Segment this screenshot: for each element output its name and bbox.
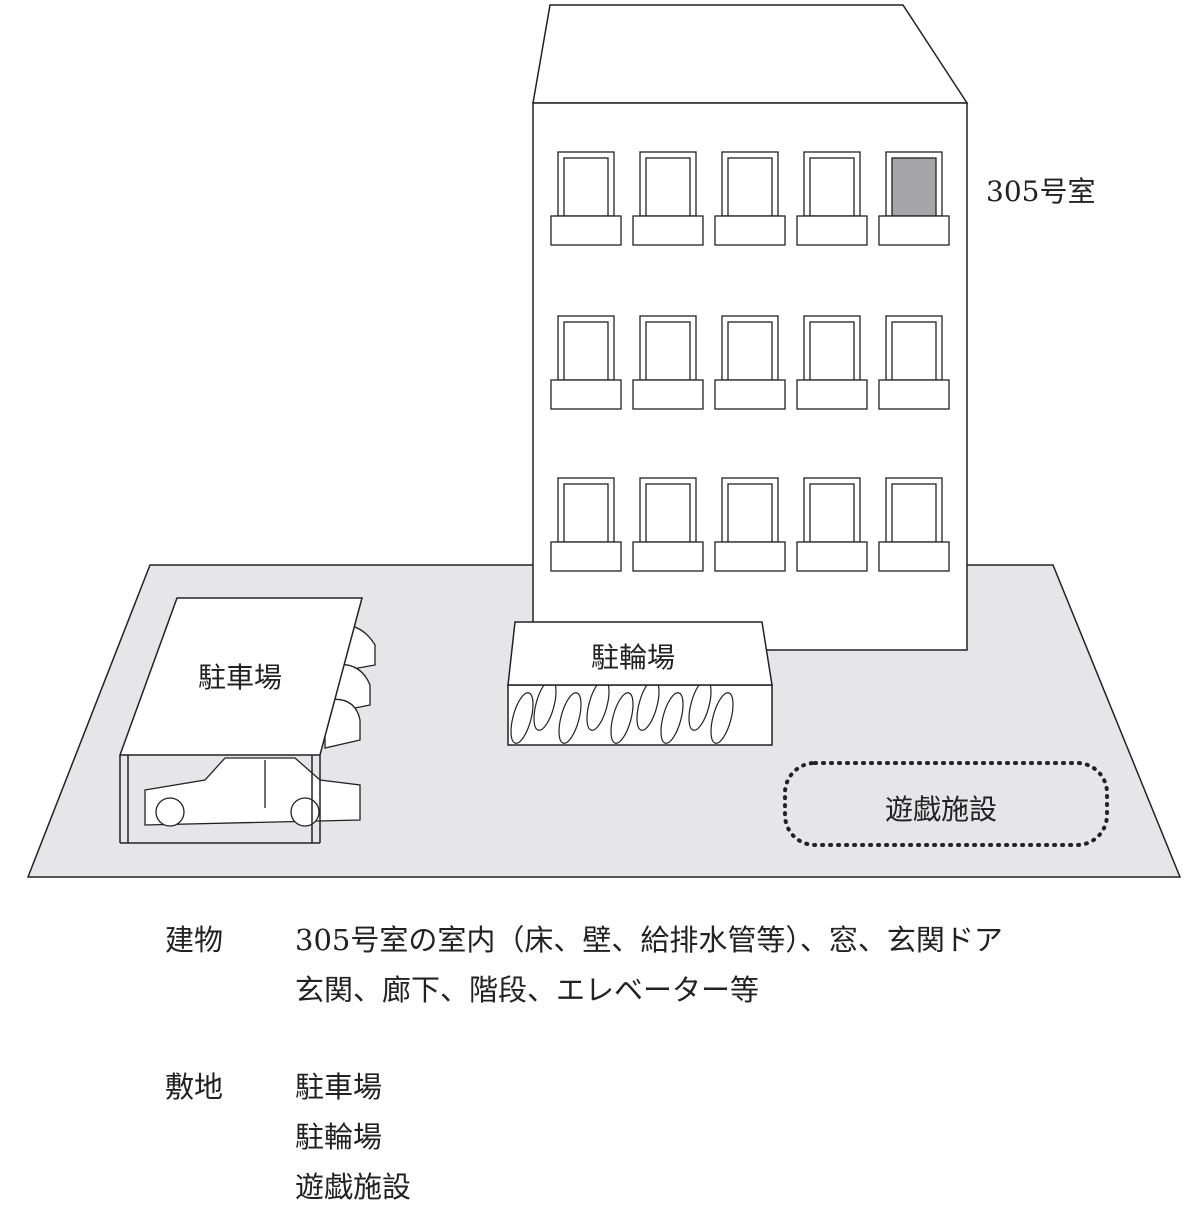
window <box>796 315 868 410</box>
window <box>796 151 868 246</box>
window <box>550 151 622 246</box>
bicycle-wheel <box>510 692 534 744</box>
bicycle-wheel <box>558 692 582 744</box>
window <box>878 315 950 410</box>
bicycle-shed <box>507 621 773 746</box>
window <box>796 477 868 572</box>
playground-label: 遊戯施設 <box>885 793 998 826</box>
site-items: 駐車場 駐輪場 遊戯施設 <box>295 1062 411 1212</box>
building-roof <box>532 4 969 104</box>
room-305-label: 305号室 <box>986 175 1096 208</box>
building-items: 305号室の室内（床、壁、給排水管等）、窓、玄関ドア 玄関、廊下、階段、エレベー… <box>295 915 1003 1015</box>
parking-structure <box>118 597 376 844</box>
site-heading: 敷地 <box>165 1070 224 1104</box>
playground-area <box>783 761 1109 847</box>
site-line: 駐車場 <box>295 1070 383 1104</box>
window <box>632 151 704 246</box>
site-line: 駐輪場 <box>295 1120 383 1154</box>
window <box>714 151 786 246</box>
building-heading: 建物 <box>165 923 224 957</box>
window <box>550 315 622 410</box>
window <box>714 477 786 572</box>
building-line: 玄関、廊下、階段、エレベーター等 <box>295 973 760 1007</box>
room-305-window <box>878 151 950 246</box>
windows <box>550 151 950 572</box>
window <box>714 315 786 410</box>
window <box>550 477 622 572</box>
window <box>632 477 704 572</box>
window <box>878 477 950 572</box>
bicycles <box>510 679 734 744</box>
bicycle-wheel <box>610 692 634 744</box>
bicycle-wheel <box>710 692 734 744</box>
bicycle-wheel <box>660 692 684 744</box>
site-line: 遊戯施設 <box>295 1170 412 1204</box>
window <box>632 315 704 410</box>
parking-label: 駐車場 <box>198 661 283 694</box>
bicycle-parking-label: 駐輪場 <box>591 641 676 674</box>
building-line: 305号室の室内（床、壁、給排水管等）、窓、玄関ドア <box>295 923 1003 957</box>
